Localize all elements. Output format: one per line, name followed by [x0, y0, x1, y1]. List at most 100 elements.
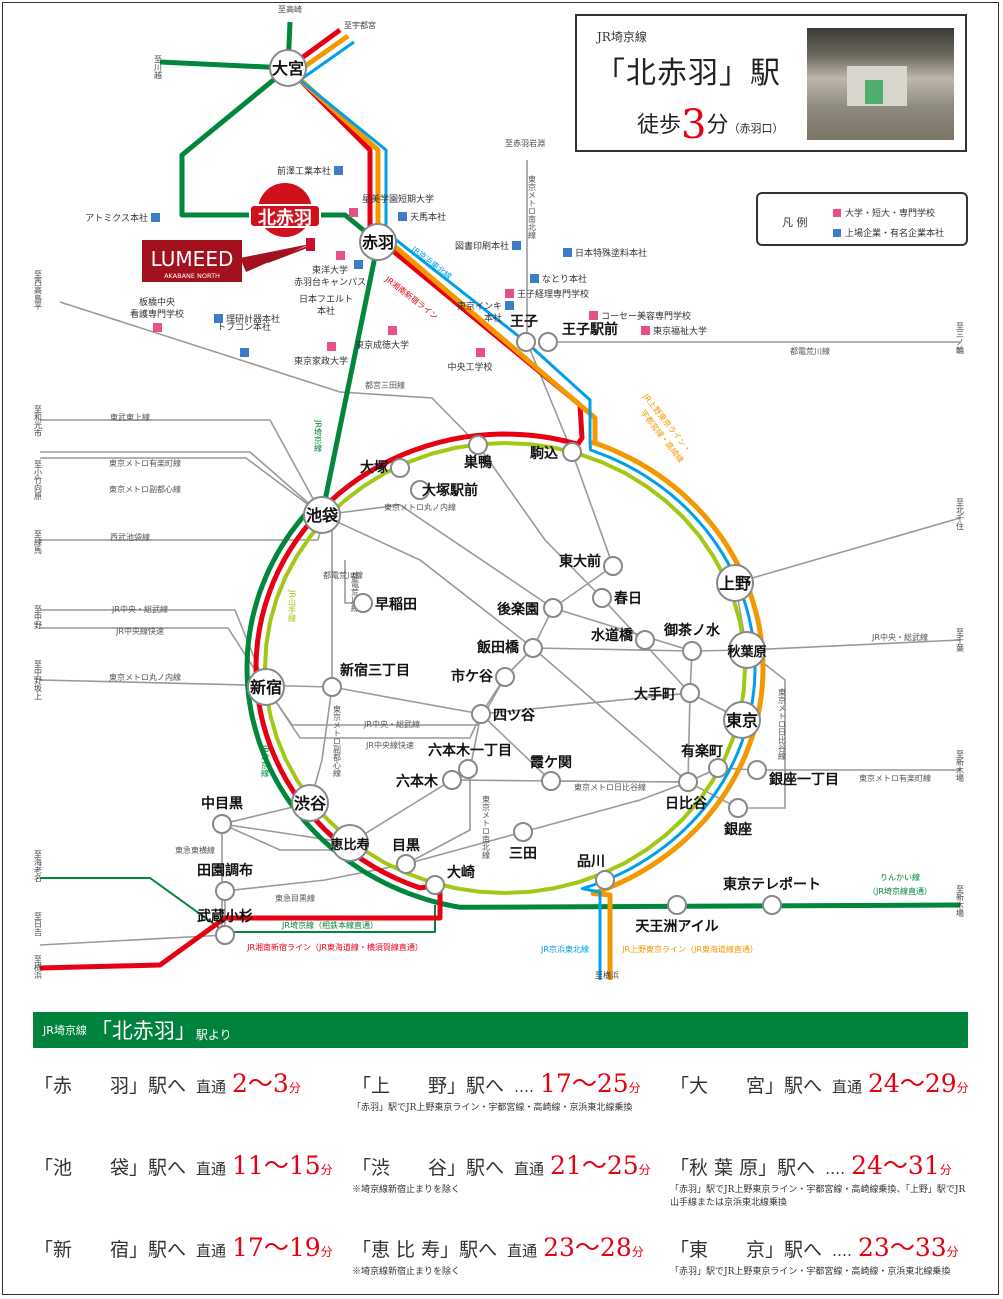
- access-suffix: 駅より: [195, 1027, 232, 1042]
- poi-label: 東洋大学: [312, 264, 348, 276]
- line-label: 西武池袋線: [110, 532, 150, 542]
- poi-label: コーセー美容専門学校: [601, 310, 691, 322]
- station: 秋葉原: [727, 631, 767, 669]
- station: 渋谷: [291, 784, 329, 822]
- destination: 「池 袋」駅へ: [34, 1157, 187, 1179]
- destination-label: 至北千住: [956, 498, 965, 530]
- destination: 「大 宮」駅へ: [670, 1075, 823, 1097]
- station: 大塚駅前: [410, 480, 478, 500]
- station-label: 六本木一丁目: [428, 742, 512, 759]
- station-circle: [396, 854, 416, 874]
- station-label: 目黒: [392, 838, 420, 854]
- station: 大崎: [425, 864, 475, 895]
- poi-label: 東京家政大学: [294, 355, 348, 367]
- station-circle: [747, 760, 767, 780]
- station-label: 東大前: [559, 553, 601, 570]
- station: 品川: [577, 854, 615, 890]
- school-marker-icon: [336, 251, 345, 260]
- line-label-vertical: 東京メトロ南北線: [482, 794, 491, 859]
- destination: 「赤 羽」駅へ: [34, 1075, 187, 1097]
- method: 直通: [196, 1078, 227, 1096]
- destination: 「恵 比 寿」駅へ: [352, 1239, 498, 1261]
- poi-label: 中央工学校: [447, 361, 492, 373]
- home-station-badge[interactable]: 北赤羽: [249, 183, 321, 237]
- station-circle: [716, 564, 754, 602]
- unit: 分: [631, 1245, 644, 1259]
- station: 飯田橋: [476, 638, 543, 658]
- metro-line: [40, 451, 719, 783]
- method: 直通: [832, 1078, 863, 1096]
- line-label-vertical: 東京メトロ日比谷線: [778, 687, 787, 760]
- unit: 分: [946, 1245, 959, 1259]
- station-label: 中目黒: [201, 795, 243, 812]
- line-label-vertical: JR埼京線: [261, 744, 270, 777]
- line-label-vertical: JR山手線: [288, 589, 297, 622]
- poi-label: 日本フエルト: [299, 293, 353, 305]
- station-label: 池袋: [306, 506, 339, 525]
- station-circle: [523, 638, 543, 658]
- station-label: 三田: [509, 846, 537, 862]
- station: 霞ケ関: [530, 754, 572, 791]
- station-label: 東京: [726, 711, 758, 730]
- metro-line: [221, 823, 350, 851]
- line-label: 東急東横線: [175, 845, 215, 855]
- poi-label: 赤羽台キャンパス: [294, 276, 366, 288]
- method: 直通: [196, 1160, 227, 1178]
- station-circle: [458, 759, 478, 779]
- line-label: （JR埼京線直通）: [868, 886, 932, 896]
- poi-label: 板橋中央: [139, 296, 175, 308]
- unit: 分: [956, 1081, 969, 1095]
- station: 上野: [716, 564, 754, 602]
- station-label: 王子: [510, 314, 538, 330]
- line-label-vertical: JR埼京線: [314, 419, 323, 452]
- poi-label: 本社: [317, 305, 335, 317]
- line-label: 東京メトロ日比谷線: [574, 782, 646, 792]
- destination-label: 至横浜: [595, 970, 619, 980]
- line-label: 東京メトロ有楽町線: [859, 773, 931, 783]
- walk-time: 徒歩3分（赤羽口）: [637, 102, 783, 148]
- line-label: JR中央線快速: [115, 626, 164, 636]
- station-label: 天王洲アイル: [635, 919, 718, 935]
- note: ※埼京線新宿止まりを除く: [352, 1267, 461, 1277]
- station-circle: [331, 824, 369, 862]
- poi-label: 日本特殊塗料本社: [575, 247, 647, 259]
- station-circle: [678, 772, 698, 792]
- destination: 「秋 葉 原」駅へ: [670, 1157, 816, 1179]
- line-label: 都電荒川線: [323, 570, 363, 580]
- station: 六本木一丁目: [428, 742, 512, 779]
- station: 市ケ谷: [451, 667, 515, 687]
- station-label: 有楽町: [681, 743, 723, 760]
- poi-label: 王子経理専門学校: [517, 288, 589, 300]
- station-circle: [728, 798, 748, 818]
- destination: 「新 宿」駅へ: [34, 1239, 187, 1261]
- station: 中目黒: [201, 795, 243, 834]
- time: 23〜33: [858, 1233, 947, 1262]
- company-marker-icon: [398, 212, 407, 221]
- station-label: 霞ケ関: [530, 754, 572, 771]
- station-label: 赤羽: [362, 233, 394, 252]
- destination: 「渋 谷」駅へ: [352, 1157, 505, 1179]
- note: 「赤羽」駅でJR上野東京ライン・宇都宮線・高崎線・京浜東北線乗換: [352, 1103, 633, 1113]
- station-circle: [353, 593, 373, 613]
- line-label: JR上野東京ライン（JR東海道線直通）: [621, 944, 758, 954]
- station-label: 飯田橋: [476, 639, 520, 656]
- station-label: 大宮: [272, 59, 304, 78]
- walk-unit: 分: [706, 113, 729, 138]
- time: 23〜28: [543, 1233, 632, 1262]
- time: 24〜31: [851, 1151, 940, 1180]
- station-circle: [212, 814, 232, 834]
- home-station-name: 北赤羽: [258, 208, 312, 229]
- station-label: 巣鴨: [463, 454, 492, 471]
- line-label-vertical: 都電荒川線: [351, 572, 360, 612]
- destination-label: 至新木場: [956, 750, 965, 783]
- poi-label: なとり本社: [542, 273, 587, 285]
- station-circle: [562, 442, 582, 462]
- station-label: 恵比寿: [330, 837, 369, 853]
- walk-prefix: 徒歩: [637, 113, 682, 138]
- poi-markers: 前澤工業本社星美学園短期大学天馬本社アトミクス本社東洋大学赤羽台キャンパス日本フ…: [85, 165, 707, 373]
- company-marker-icon: [512, 241, 521, 250]
